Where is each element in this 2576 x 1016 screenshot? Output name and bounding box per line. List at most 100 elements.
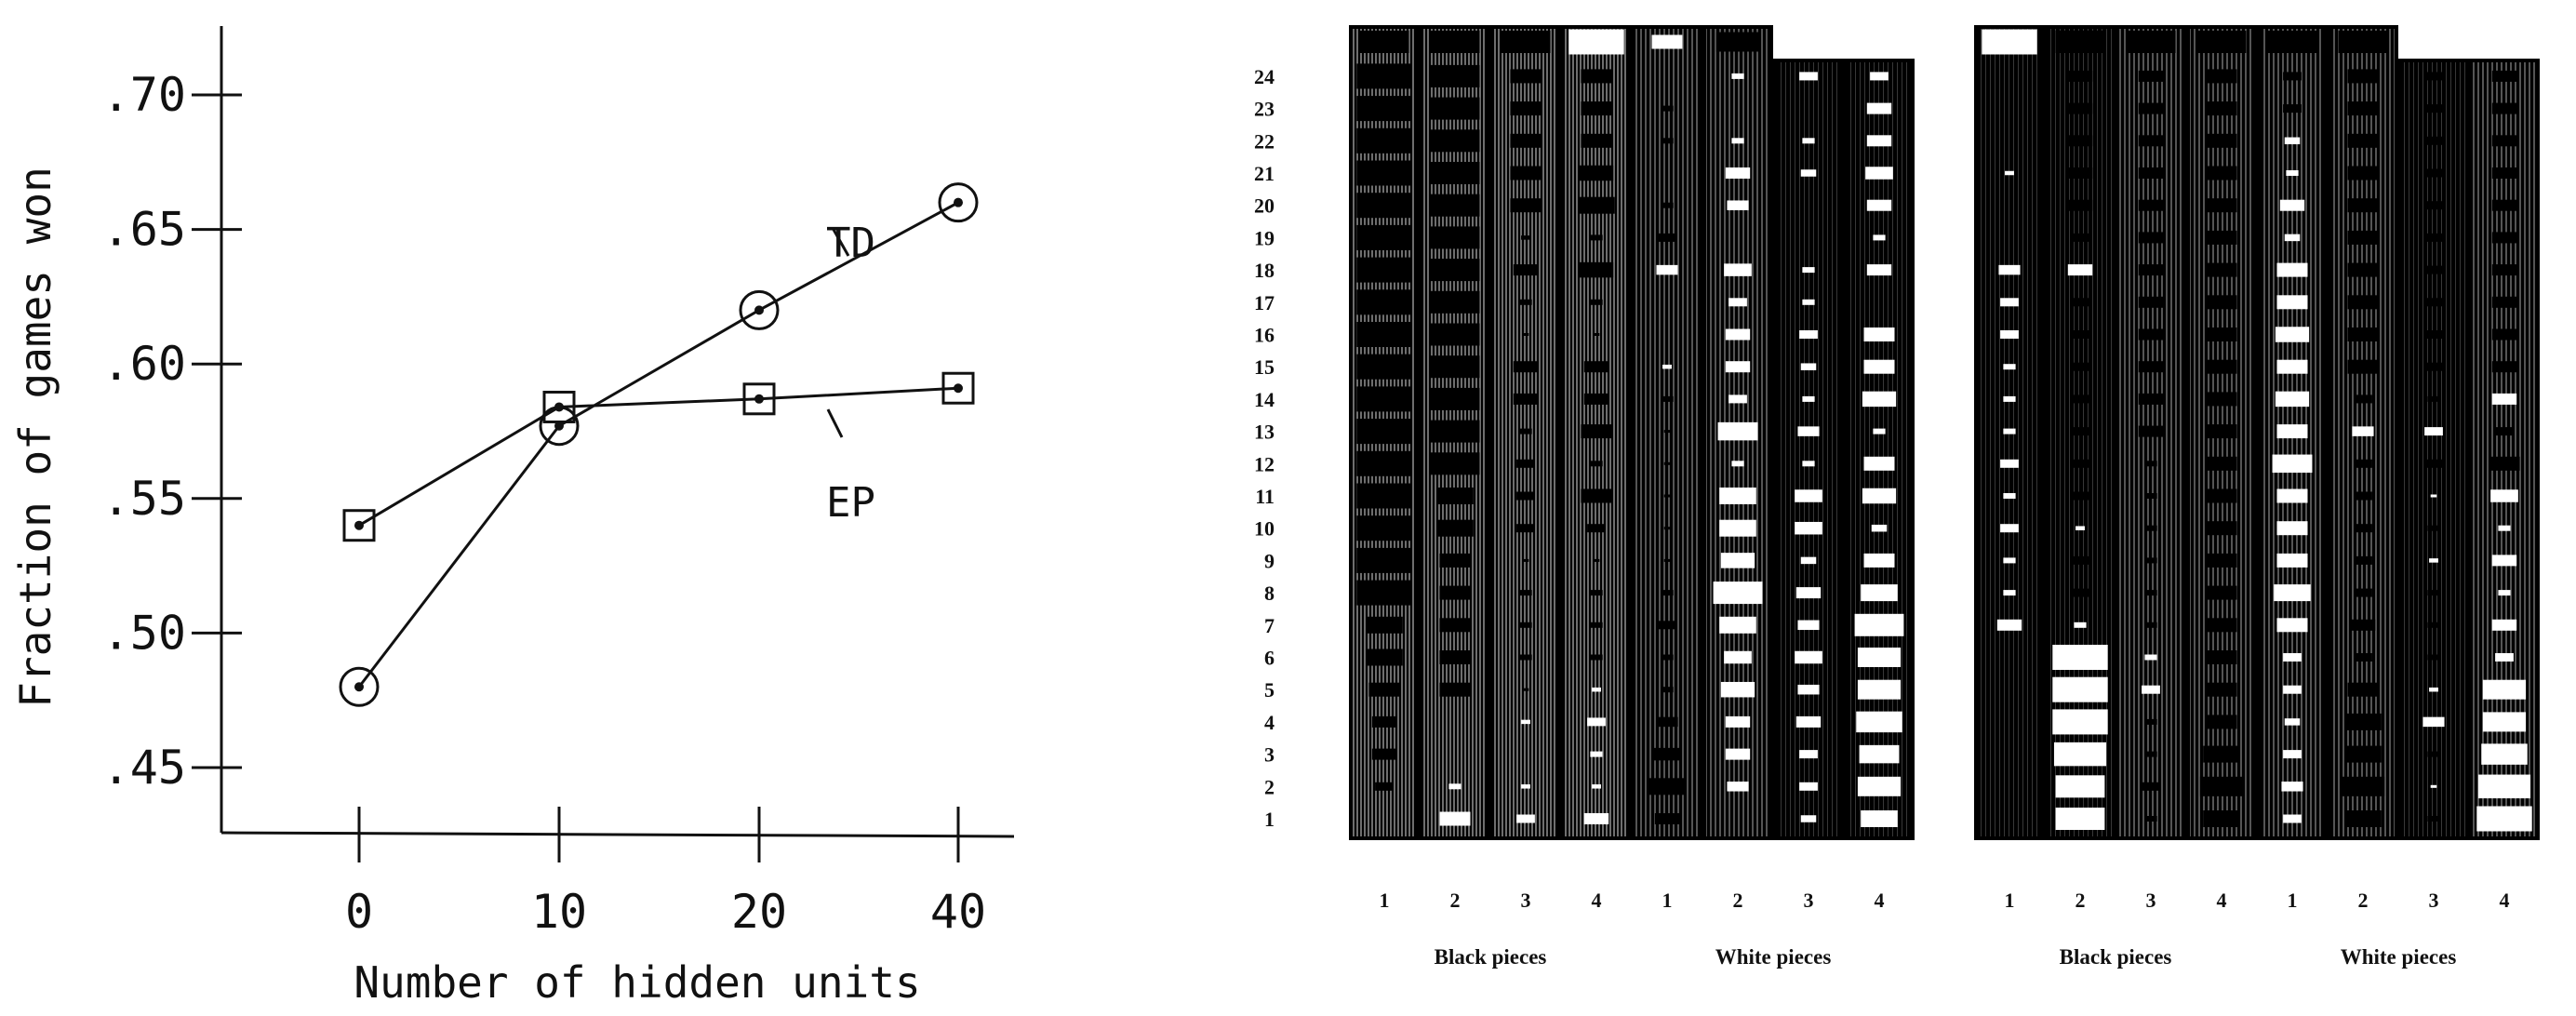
weight-cell xyxy=(2138,393,2164,405)
weight-cell xyxy=(2138,167,2164,179)
weight-cell-top xyxy=(1568,29,1624,55)
weight-cell xyxy=(1648,778,1686,795)
row-label: 14 xyxy=(1254,388,1275,411)
weight-cell xyxy=(1724,650,1752,664)
weight-cell xyxy=(2477,774,2531,799)
weight-cell-top xyxy=(2196,31,2247,53)
y-tick-label: .45 xyxy=(102,741,186,795)
weight-cell xyxy=(2000,298,2019,307)
weight-cell xyxy=(1728,394,1747,404)
weight-cell xyxy=(2424,459,2443,468)
group-label-white: White pieces xyxy=(2341,945,2457,969)
row-label: 18 xyxy=(1254,259,1275,282)
weight-cell xyxy=(2283,814,2302,823)
weight-cell xyxy=(2138,328,2164,341)
ep-point-marker xyxy=(941,371,975,405)
weight-cell xyxy=(2350,619,2376,631)
weight-cell xyxy=(2347,262,2379,277)
weight-cell xyxy=(2052,676,2108,702)
row-label: 1 xyxy=(1264,808,1275,831)
weight-cell xyxy=(2138,70,2164,82)
data-point xyxy=(554,421,564,431)
weight-cell xyxy=(2491,102,2517,114)
y-tick-label: .65 xyxy=(102,203,186,257)
weight-cell xyxy=(2347,198,2379,213)
weight-cell xyxy=(2279,199,2305,211)
weight-cell xyxy=(2138,135,2164,147)
weight-cell xyxy=(1731,461,1744,467)
weight-cell xyxy=(1593,558,1600,562)
weight-cell xyxy=(2199,776,2244,796)
weight-cell xyxy=(2144,493,2157,499)
weight-cell xyxy=(2498,590,2511,596)
weight-cell xyxy=(2206,359,2237,374)
weight-cell xyxy=(2003,590,2016,596)
weight-cell xyxy=(1728,298,1747,307)
weight-cell xyxy=(1436,488,1474,504)
weight-cell xyxy=(2138,102,2164,114)
weight-cell xyxy=(1366,616,1403,634)
row-label: 8 xyxy=(1264,582,1275,605)
column-label: 1 xyxy=(1662,889,1673,912)
weight-cell xyxy=(2423,716,2445,728)
weight-cell xyxy=(2203,810,2240,827)
weight-cell xyxy=(2498,525,2511,531)
td-point-marker xyxy=(739,289,780,330)
weight-cell xyxy=(1356,289,1412,315)
weight-cell xyxy=(1430,452,1480,475)
row-label: 13 xyxy=(1254,421,1275,444)
weight-cell xyxy=(2206,650,2237,664)
weight-cell xyxy=(1590,751,1603,757)
weight-cell xyxy=(1661,105,1674,112)
weight-cell xyxy=(1797,426,1820,436)
data-point xyxy=(354,520,364,530)
weight-cell xyxy=(2071,588,2089,597)
weight-cell xyxy=(2430,494,2437,498)
weight-cell-top xyxy=(2126,31,2176,53)
weight-cell xyxy=(1430,97,1480,120)
group-label-black: Black pieces xyxy=(2060,945,2172,969)
column-label: 2 xyxy=(2358,889,2369,912)
group-label-white: White pieces xyxy=(1715,945,1832,969)
weight-cell-top xyxy=(1501,31,1551,53)
weight-cell xyxy=(2206,424,2237,439)
weight-cell xyxy=(2206,230,2237,245)
weight-cell xyxy=(1795,650,1822,664)
weight-cell xyxy=(2429,687,2438,692)
weight-cell xyxy=(2489,456,2520,471)
row-label: 20 xyxy=(1254,194,1275,218)
weight-cell xyxy=(2427,654,2440,661)
weight-cell xyxy=(1720,553,1755,568)
weight-cell xyxy=(2354,653,2372,662)
weight-cell xyxy=(1857,679,1902,700)
weight-cell xyxy=(1356,224,1412,250)
weight-cell xyxy=(2071,459,2089,468)
weight-cell xyxy=(2138,361,2164,373)
weight-cell xyxy=(2424,362,2443,371)
weight-cell xyxy=(1996,619,2022,631)
weight-cell xyxy=(2067,135,2093,147)
weight-cell xyxy=(2000,459,2019,468)
weight-cell xyxy=(1800,169,1817,177)
weight-cell xyxy=(1521,235,1530,240)
weight-cell xyxy=(1448,783,1462,790)
td-point-marker xyxy=(339,666,380,707)
weight-cell xyxy=(2347,133,2379,148)
weight-cell xyxy=(1661,395,1674,402)
weight-cell xyxy=(2276,424,2308,439)
weight-cell xyxy=(2347,295,2379,310)
weight-cell xyxy=(2206,456,2237,471)
weight-cell xyxy=(2055,808,2105,830)
x-tick-label: 40 xyxy=(930,885,986,939)
y-tick-label: .50 xyxy=(102,606,186,660)
weight-cell xyxy=(1516,491,1535,501)
weight-cell xyxy=(2427,751,2440,757)
row-label: 16 xyxy=(1254,324,1275,347)
weight-cell xyxy=(1663,527,1671,530)
weight-cell xyxy=(2491,555,2517,567)
y-tick-label: .55 xyxy=(102,472,186,526)
weight-cell xyxy=(2000,524,2019,533)
y-tick-label: .70 xyxy=(102,68,186,122)
weight-cell xyxy=(1519,590,1532,596)
weight-cell xyxy=(2491,328,2517,341)
